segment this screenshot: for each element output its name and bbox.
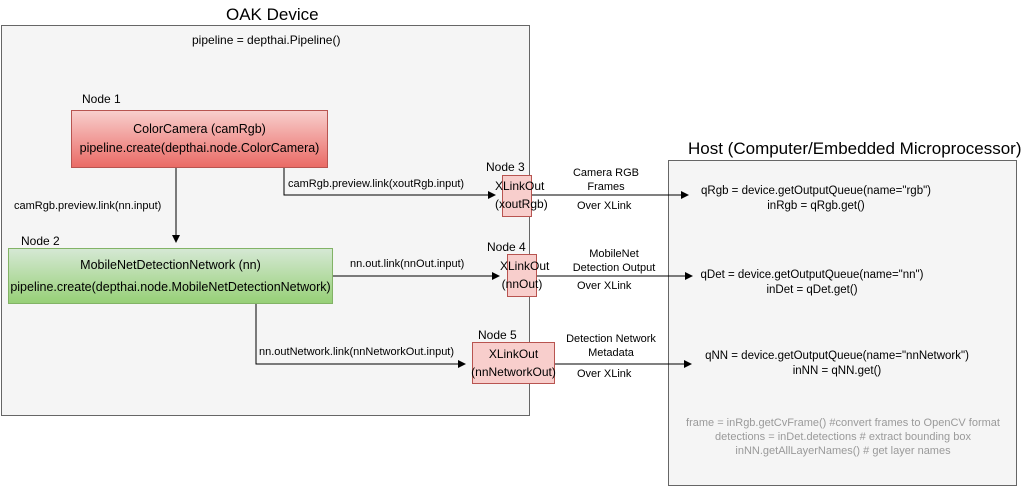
xlinkout-rgb-line1: XLinkOut [495, 179, 545, 193]
host-q-det: qDet = device.getOutputQueue(name="nn") [700, 269, 924, 281]
stream-net-line1: Detection Network [566, 333, 656, 345]
node3-label: Node 3 [486, 160, 525, 174]
host-notes: frame = inRgb.getCvFrame() #convert fram… [672, 416, 1014, 458]
xlinkout-rgb-node [502, 175, 532, 217]
xlinkout-rgb-line2: (xoutRgb) [495, 197, 548, 211]
stream-det-over: Over XLink [577, 280, 632, 292]
host-in-nn: inNN = qNN.get() [792, 365, 882, 377]
node4-label: Node 4 [487, 240, 526, 254]
link-label-nn-to-network: nn.outNetwork.link(nnNetworkOut.input) [259, 346, 455, 358]
stream-rgb-line2: Frames [587, 181, 625, 193]
host-nn-queue: qNN = device.getOutputQueue(name="nnNetw… [694, 349, 980, 379]
oak-device-title: OAK Device [226, 5, 319, 24]
mobilenet-node: MobileNetDetectionNetwork (nn) pipeline.… [8, 248, 333, 304]
xlinkout-nn-text: XLinkOut (nnOut) [500, 257, 550, 293]
host-in-det: inDet = qDet.get() [766, 284, 858, 296]
xlinkout-network-node: XLinkOut (nnNetworkOut) [471, 342, 556, 384]
xlinkout-nn-node [507, 254, 537, 297]
stream-rgb-title: Camera RGB Frames [560, 166, 652, 194]
stream-det-line1: MobileNet [589, 248, 639, 260]
link-label-nn-to-out: nn.out.link(nnOut.input) [350, 258, 465, 270]
link-label-cam-to-xout: camRgb.preview.link(xoutRgb.input) [288, 178, 465, 190]
node5-label: Node 5 [478, 328, 517, 342]
stream-net-over: Over XLink [577, 368, 632, 380]
host-title: Host (Computer/Embedded Microprocessor) [688, 139, 1022, 158]
pipeline-declaration: pipeline = depthai.Pipeline() [192, 33, 341, 47]
stream-rgb-over: Over XLink [577, 200, 632, 212]
stream-det-line2: Detection Output [572, 262, 656, 274]
xlinkout-rgb-text: XLinkOut (xoutRgb) [495, 177, 548, 213]
stream-det-title: MobileNet Detection Output [562, 247, 666, 275]
stream-net-title: Detection Network Metadata [556, 332, 666, 360]
host-det-queue: qDet = device.getOutputQueue(name="nn") … [696, 268, 928, 298]
mobilenet-create-call: pipeline.create(depthai.node.MobileNetDe… [10, 280, 331, 294]
mobilenet-title: MobileNetDetectionNetwork (nn) [80, 258, 261, 272]
host-note-layers: inNN.getAllLayerNames() # get layer name… [735, 445, 951, 457]
node1-label: Node 1 [82, 92, 121, 106]
wire-cam-to-xout [283, 168, 496, 199]
color-camera-node: ColorCamera (camRgb) pipeline.create(dep… [71, 110, 328, 168]
stream-rgb-line1: Camera RGB [572, 167, 640, 179]
host-rgb-queue: qRgb = device.getOutputQueue(name="rgb")… [692, 184, 940, 214]
node2-label: Node 2 [21, 234, 60, 248]
host-in-rgb: inRgb = qRgb.get() [767, 200, 865, 212]
host-q-nn: qNN = device.getOutputQueue(name="nnNetw… [705, 350, 969, 362]
color-camera-title: ColorCamera (camRgb) [133, 122, 266, 136]
host-note-detections: detections = inDet.detections # extract … [715, 431, 971, 443]
wire-nn-to-network [255, 304, 466, 368]
host-container [668, 160, 1017, 486]
xlinkout-nn-line2: (nnOut) [501, 277, 543, 291]
xlinkout-network-line2: (nnNetworkOut) [471, 365, 556, 379]
stream-net-line2: Metadata [588, 347, 634, 359]
host-note-frame: frame = inRgb.getCvFrame() #convert fram… [686, 417, 1000, 429]
oak-device-container [1, 25, 530, 416]
xlinkout-network-line1: XLinkOut [488, 347, 539, 361]
color-camera-create-call: pipeline.create(depthai.node.ColorCamera… [79, 141, 320, 155]
host-q-rgb: qRgb = device.getOutputQueue(name="rgb") [701, 185, 931, 197]
link-label-cam-to-nn: camRgb.preview.link(nn.input) [14, 200, 162, 212]
xlinkout-nn-line1: XLinkOut [500, 259, 550, 273]
